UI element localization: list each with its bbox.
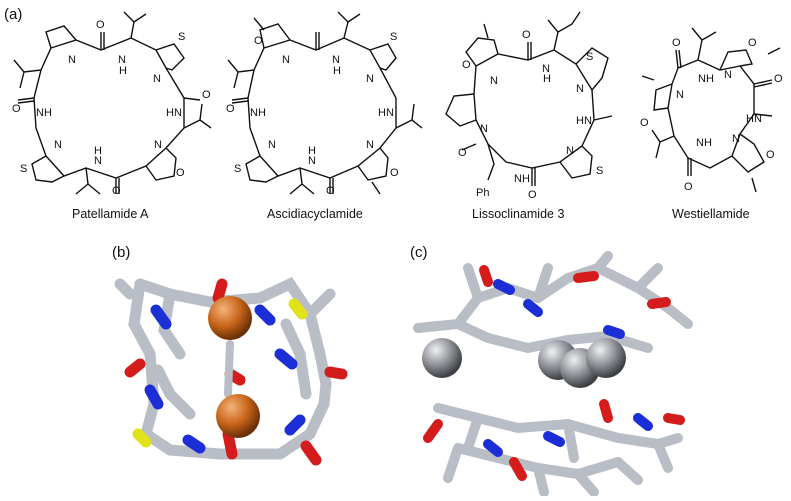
- atom-label: N: [268, 139, 276, 151]
- atom-label: NH: [250, 107, 266, 119]
- atom-label: N: [154, 139, 162, 151]
- atom-label: N: [366, 139, 374, 151]
- crystal-structure-render-c: [413, 251, 693, 496]
- silver-sphere: [422, 338, 462, 378]
- atom-label: N: [676, 89, 684, 101]
- atom-label: S: [390, 31, 397, 43]
- atom-label: N: [54, 139, 62, 151]
- structure-lissoclinamide-3: O N O N H S N HN N O NH Ph N S O: [445, 11, 613, 200]
- atom-label: O: [176, 167, 185, 179]
- atom-label: O: [96, 19, 105, 31]
- atom-label: O: [462, 59, 471, 71]
- atom-label: O: [112, 185, 121, 197]
- panel-label-a: (a): [4, 6, 23, 23]
- atom-label: HN: [576, 115, 592, 127]
- atom-label: S: [596, 165, 603, 177]
- structure-ascidiacyclamide: O N N H N S NH HN O N S N H N O O: [226, 11, 423, 197]
- atom-label: N: [153, 73, 161, 85]
- atom-label: O: [12, 103, 21, 115]
- atom-label: S: [178, 31, 185, 43]
- atom-label: HN: [378, 107, 394, 119]
- atom-label: O: [672, 37, 681, 49]
- atom-label: O: [202, 89, 211, 101]
- structure-patellamide-a: O N N H N S NH HN O O N S N H N O O: [12, 11, 212, 197]
- atom-label: HN: [746, 113, 762, 125]
- atom-label: O: [766, 149, 775, 161]
- atom-label: N: [68, 54, 76, 66]
- atom-label: S: [586, 51, 593, 63]
- structure-westiellamide: O NH O N O N O HN NH N O O: [640, 27, 783, 193]
- atom-label: HN: [166, 107, 182, 119]
- atom-label: N: [566, 145, 574, 157]
- atom-label: NH: [36, 107, 52, 119]
- atom-label: N: [732, 133, 740, 145]
- atom-label: S: [234, 163, 241, 175]
- atom-label: H: [543, 73, 551, 85]
- caption-patellamide-a: Patellamide A: [72, 207, 149, 221]
- atom-label: N: [366, 73, 374, 85]
- atom-label: N: [332, 54, 340, 66]
- atom-label: NH: [698, 73, 714, 85]
- atom-label: O: [774, 73, 783, 85]
- atom-label: N: [542, 63, 550, 75]
- atom-label: O: [522, 29, 531, 41]
- atom-label: N: [308, 155, 316, 167]
- atom-label: NH: [696, 137, 712, 149]
- atom-label: N: [576, 83, 584, 95]
- panel-label-b: (b): [112, 244, 131, 261]
- atom-label: O: [748, 37, 757, 49]
- caption-westiellamide: Westiellamide: [672, 207, 750, 221]
- caption-lissoclinamide-3: Lissoclinamide 3: [472, 207, 565, 221]
- atom-label: N: [118, 54, 126, 66]
- atom-label: O: [226, 103, 235, 115]
- atom-label: O: [458, 147, 467, 159]
- panel-label-c: (c): [410, 244, 428, 261]
- atom-label: NH: [514, 173, 530, 185]
- atom-label: N: [490, 75, 498, 87]
- atom-label: N: [94, 155, 102, 167]
- atom-label: N: [724, 69, 732, 81]
- atom-label: O: [390, 167, 399, 179]
- atom-label: O: [684, 181, 693, 193]
- atom-label: H: [333, 65, 341, 77]
- caption-ascidiacyclamide: Ascidiacyclamide: [267, 207, 363, 221]
- atom-label: O: [326, 185, 335, 197]
- atom-label: N: [480, 123, 488, 135]
- atom-label: H: [308, 145, 316, 157]
- atom-label: H: [119, 65, 127, 77]
- crystal-structure-render-b: [114, 277, 348, 466]
- atom-label: S: [20, 163, 27, 175]
- atom-label: N: [282, 54, 290, 66]
- copper-sphere: [208, 296, 252, 340]
- copper-sphere: [216, 394, 260, 438]
- silver-sphere: [586, 338, 626, 378]
- atom-label: H: [94, 145, 102, 157]
- atom-label: Ph: [476, 187, 489, 199]
- atom-label: O: [528, 189, 537, 200]
- atom-label: O: [640, 117, 649, 129]
- atom-label: O: [254, 35, 263, 47]
